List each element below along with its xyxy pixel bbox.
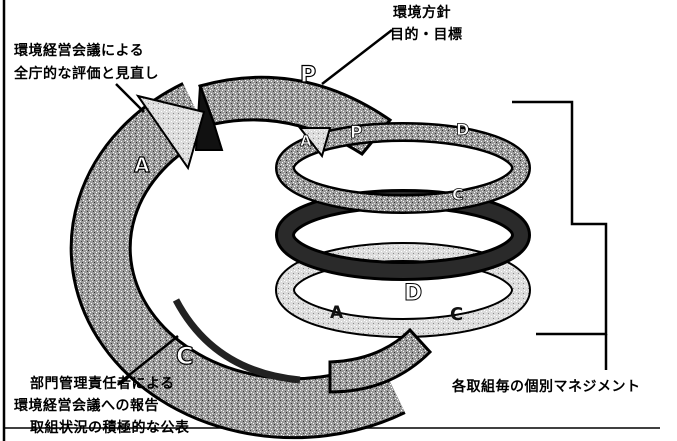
- policy-label-line1: 環境方針: [393, 5, 451, 21]
- report-label-line2: 環境経営会議への報告: [14, 398, 159, 414]
- policy-leader: [321, 29, 393, 85]
- cycle-letters: P A C A P D C A D C: [133, 62, 469, 370]
- big-c-letter: C: [176, 342, 194, 370]
- ring1-p-letter: P: [350, 123, 362, 143]
- review-leader: [115, 83, 145, 113]
- ring3-c-letter: C: [450, 304, 463, 325]
- management-bracket: [512, 100, 608, 336]
- big-p-letter: P: [300, 63, 316, 88]
- ring-stack: [275, 122, 531, 338]
- report-leader: [117, 335, 179, 385]
- review-arrowhead: [135, 94, 206, 171]
- ring3-a-letter: A: [330, 303, 344, 323]
- report-label-line3: 取組状況の積極的な公表: [30, 420, 190, 436]
- ring1-a-letter: A: [300, 132, 312, 150]
- ring1-c-letter: C: [452, 185, 464, 204]
- ring3-d-letter: D: [404, 281, 422, 306]
- review-label-line2: 全庁的な評価と見直し: [14, 66, 159, 82]
- policy-label-line2: 目的・目標: [390, 27, 463, 43]
- big-cycle-front-segment: [328, 327, 433, 394]
- leader-lines: [115, 29, 608, 385]
- ring1-d-letter: D: [456, 120, 469, 139]
- review-label-line1: 環境経営会議による: [14, 43, 145, 59]
- big-a-letter: A: [134, 153, 150, 177]
- management-label: 各取組毎の個別マネジメント: [452, 379, 641, 395]
- report-label-line1: 部門管理責任者による: [30, 376, 175, 392]
